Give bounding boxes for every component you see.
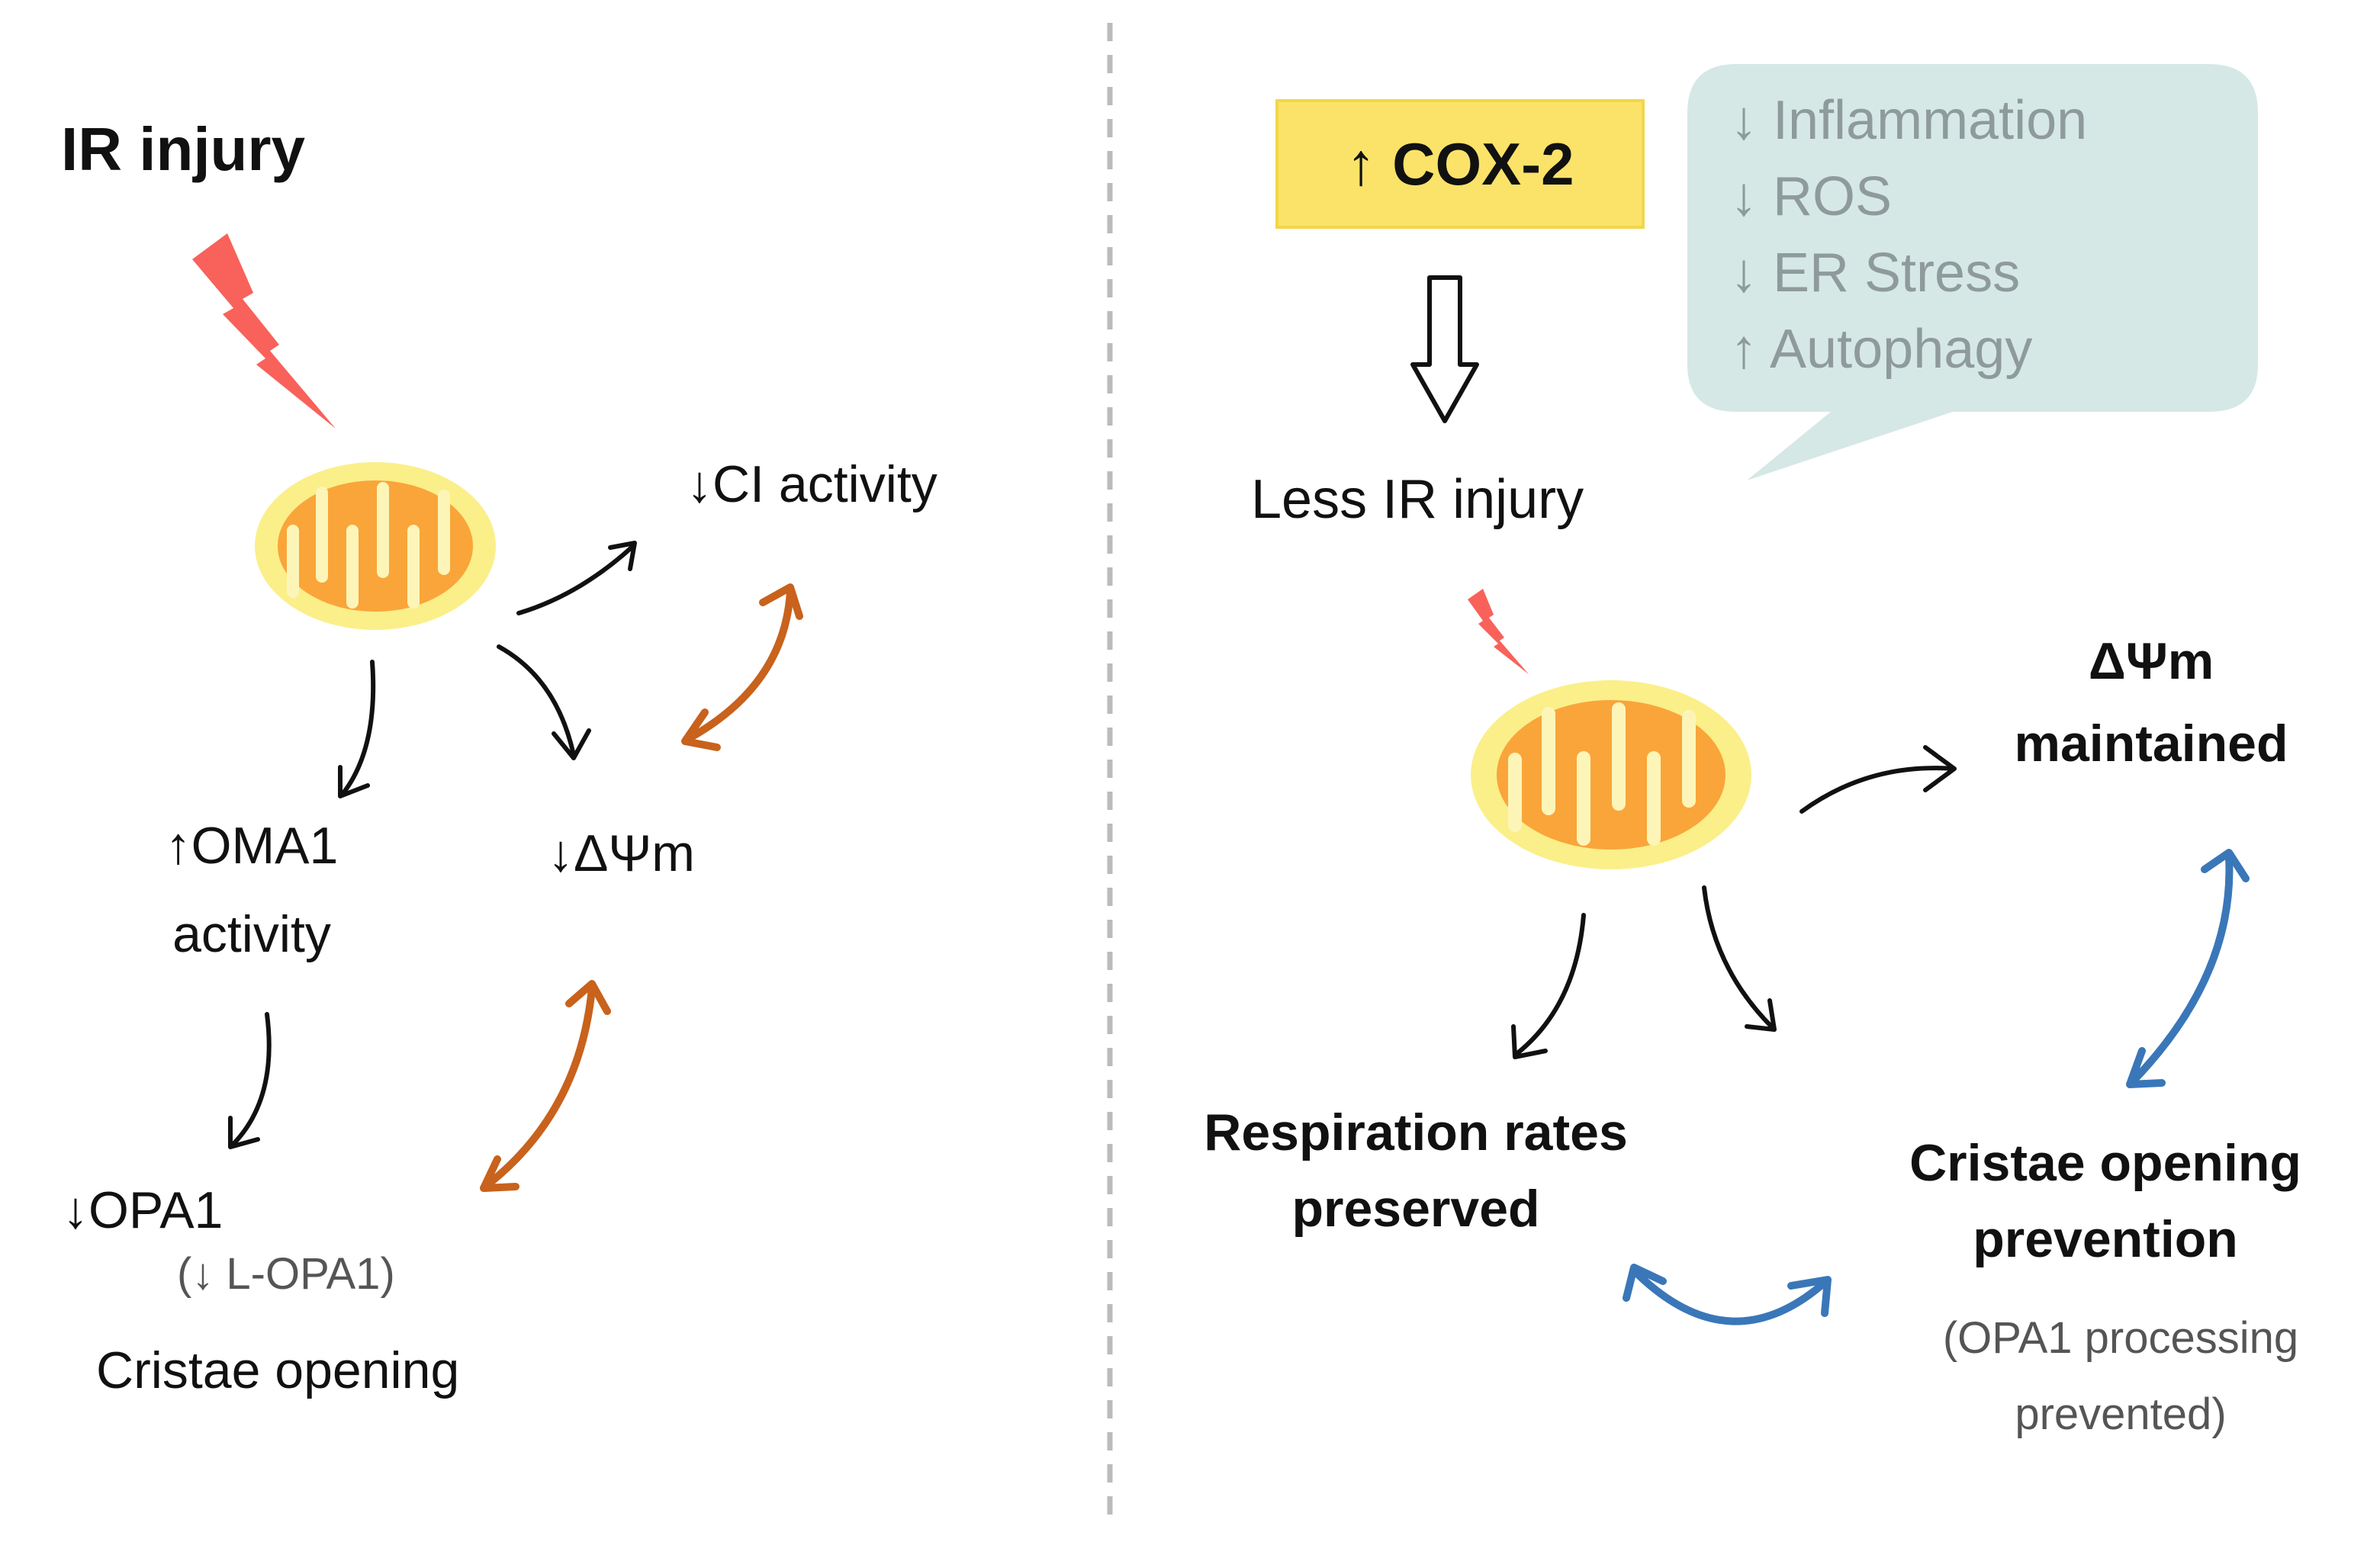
arrowhead	[1745, 998, 1777, 1032]
lightning-icon	[192, 233, 336, 429]
left-title: IR injury	[61, 115, 306, 183]
cristae-prevention-line2: prevention	[1973, 1210, 2238, 1268]
arrowhead	[1923, 745, 1957, 792]
mitochondrion-icon	[255, 462, 496, 630]
l-opa1-label: (↓ L-OPA1)	[177, 1249, 395, 1299]
arrow-to-opa1	[231, 1012, 272, 1146]
arrowhead	[2201, 849, 2250, 882]
blue-double-arrow-delta-psi	[2128, 853, 2234, 1087]
arrow-to-cristae-prevention	[1702, 885, 1775, 1030]
delta-psi-label: ↓ΔΨm	[548, 824, 695, 882]
delta-psi-maintained-line2: maintained	[2014, 715, 2288, 773]
cristae-opening-label: Cristae opening	[96, 1341, 460, 1399]
mitochondrion-icon	[1471, 680, 1751, 869]
arrowhead	[1511, 1024, 1548, 1059]
effect-er-stress: ↓ ER Stress	[1730, 243, 2021, 304]
cox2-label: ↑ COX-2	[1346, 130, 1574, 198]
arrowhead	[480, 1155, 519, 1192]
arrowhead	[1787, 1276, 1832, 1317]
less-ir-injury-label: Less IR injury	[1251, 469, 1584, 530]
respiration-label-line2: preserved	[1291, 1180, 1540, 1238]
blue-double-arrow-respiration	[1633, 1270, 1830, 1325]
oma1-label-line2: activity	[172, 905, 331, 963]
arrowhead	[2126, 1047, 2166, 1088]
orange-double-arrow-ci	[683, 588, 794, 744]
arrowhead	[552, 728, 591, 760]
opa1-label: ↓OPA1	[63, 1181, 224, 1239]
arrow-to-respiration	[1514, 913, 1586, 1056]
arrowhead	[608, 541, 637, 571]
delta-psi-maintained-line1: ΔΨm	[2088, 632, 2214, 690]
effect-autophagy: ↑ Autophagy	[1730, 319, 2033, 380]
cox2-box: ↑ COX-2	[1275, 99, 1645, 229]
arrowhead	[228, 1116, 260, 1149]
oma1-label-line1: ↑OMA1	[165, 817, 339, 875]
arrow-to-ci	[516, 544, 635, 615]
arrowhead	[565, 980, 611, 1015]
small-lightning-icon	[1468, 589, 1529, 674]
effects-speech-bubble	[1687, 64, 2258, 480]
opa1-processing-line2: prevented)	[2015, 1389, 2227, 1439]
effect-inflammation: ↓ Inflammation	[1730, 90, 2088, 151]
respiration-label-line1: Respiration rates	[1204, 1103, 1628, 1161]
orange-double-arrow-opa1	[481, 985, 596, 1190]
hollow-down-arrow	[1410, 275, 1479, 423]
arrowhead	[681, 708, 721, 751]
effect-ros: ↓ ROS	[1730, 166, 1893, 227]
arrow-to-oma1	[341, 660, 376, 795]
arrowhead	[338, 765, 370, 798]
arrow-to-delta-psi	[497, 644, 576, 757]
arrow-to-delta-psi-maintained	[1799, 766, 1955, 814]
arrowhead	[1623, 1264, 1667, 1302]
ci-activity-label: ↓CI activity	[687, 455, 938, 513]
arrowhead	[759, 583, 803, 620]
cristae-prevention-line1: Cristae opening	[1909, 1134, 2301, 1192]
opa1-processing-line1: (OPA1 processing	[1942, 1313, 2299, 1363]
